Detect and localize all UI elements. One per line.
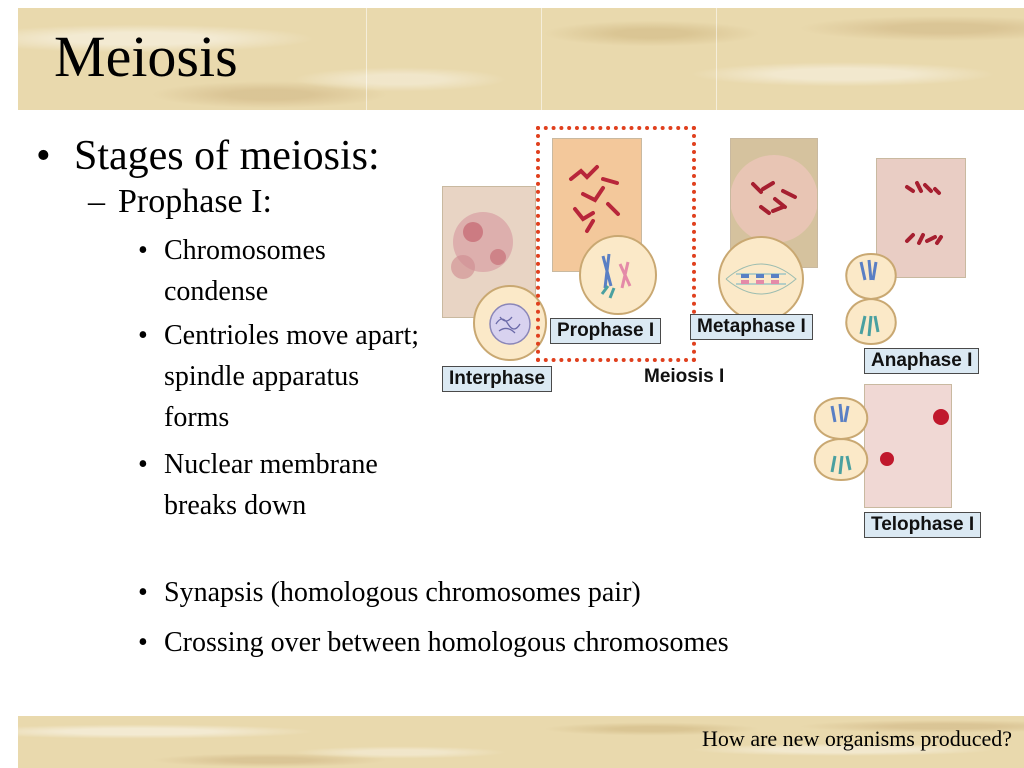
metaphase-cell-diagram <box>718 236 804 322</box>
bullet-text: Synapsis (homologous chromosomes pair) <box>164 577 641 608</box>
banner-seam <box>541 8 542 110</box>
bullet-text: Crossing over between homologous chromos… <box>164 627 729 658</box>
footer-question: How are new organisms produced? <box>702 726 1012 751</box>
bullet-dot-icon: • <box>138 320 148 351</box>
meiosis-figure: Interphase Prophase I Metaphase I Anapha… <box>440 122 1005 547</box>
dash-icon: – <box>88 183 105 220</box>
bullet-item: • Centrioles move apart; spindle apparat… <box>138 315 428 438</box>
bullet-item: • Nuclear membrane breaks down <box>138 444 428 526</box>
bullet-dot-icon: • <box>138 627 148 658</box>
bullet-text: Chromosomes condense <box>164 235 326 307</box>
bullet-text: Centrioles move apart; spindle apparatus… <box>164 320 420 433</box>
footer-banner: How are new organisms produced? <box>18 716 1024 768</box>
bullet-dot-icon: • <box>138 449 148 480</box>
anaphase-label: Anaphase I <box>864 348 980 374</box>
anaphase-cell-diagram <box>845 253 897 346</box>
bullet-item: • Crossing over between homologous chrom… <box>138 622 938 663</box>
bullet-prophase: – Prophase I: <box>88 182 272 222</box>
title-banner: Meiosis <box>18 8 1024 110</box>
bullet-text: Prophase I: <box>118 183 272 220</box>
interphase-label: Interphase <box>442 366 553 392</box>
bullet-text: Stages of meiosis: <box>74 133 380 179</box>
banner-seam <box>716 8 717 110</box>
bullet-text: Nuclear membrane breaks down <box>164 449 378 521</box>
prophase-label: Prophase I <box>550 318 662 344</box>
bullet-dot-icon: • <box>138 235 148 266</box>
bullet-dot-icon: • <box>36 133 51 179</box>
telophase-label: Telophase I <box>864 512 982 538</box>
bullet-item: • Chromosomes condense <box>138 230 428 312</box>
meiosis-i-caption: Meiosis I <box>644 366 725 387</box>
telophase-micrograph <box>864 384 952 508</box>
bullet-item: • Synapsis (homologous chromosomes pair) <box>138 572 938 613</box>
metaphase-label: Metaphase I <box>690 314 813 340</box>
anaphase-micrograph <box>876 158 966 278</box>
interphase-cell-diagram <box>473 285 547 361</box>
banner-seam <box>366 8 367 110</box>
bullet-stages: • Stages of meiosis: <box>36 132 380 180</box>
bullet-dot-icon: • <box>138 577 148 608</box>
prophase-highlight-box <box>536 126 696 362</box>
telophase-cell-diagram <box>813 397 869 482</box>
slide-title: Meiosis <box>54 24 238 89</box>
prophase-cell-diagram <box>579 235 657 315</box>
